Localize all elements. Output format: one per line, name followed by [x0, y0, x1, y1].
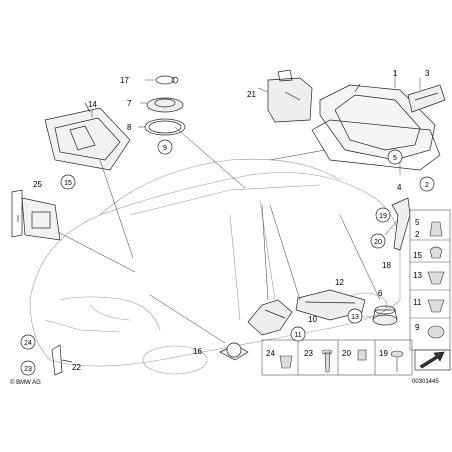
callout-9: 9	[163, 145, 167, 152]
callout-21: 21	[247, 90, 256, 99]
circled-callouts	[20, 139, 435, 376]
side-panel-parts	[427, 221, 445, 339]
parts-rings	[144, 75, 186, 136]
side-label-5: 5	[415, 218, 420, 227]
callout-2: 2	[425, 182, 429, 189]
bottom-row-parts	[279, 349, 404, 373]
callout-4: 4	[397, 183, 402, 192]
callout-15: 15	[64, 180, 72, 187]
part-22-bracket	[51, 344, 73, 376]
callout-19: 19	[379, 213, 387, 220]
callout-13: 13	[351, 314, 359, 321]
callout-20: 20	[374, 239, 382, 246]
callout-3: 3	[425, 69, 430, 78]
callout-17: 17	[120, 76, 129, 85]
arrow-icon	[414, 349, 451, 371]
callout-16: 16	[193, 347, 202, 356]
part-1-wheel-well	[311, 83, 441, 171]
leader-lines	[57, 70, 421, 344]
callout-6: 6	[378, 289, 383, 298]
callout-23: 23	[24, 366, 32, 373]
part-3	[407, 84, 446, 113]
callout-24: 24	[24, 340, 32, 347]
callout-12: 12	[335, 278, 344, 287]
callout-7: 7	[127, 99, 132, 108]
part-14-tray	[44, 102, 131, 171]
bottom-label-23: 23	[304, 349, 313, 358]
part-18-bracket	[391, 197, 411, 251]
callout-25: 25	[33, 180, 42, 189]
bottom-label-19: 19	[379, 349, 388, 358]
callout-14: 14	[88, 100, 97, 109]
part-21-reservoir	[267, 69, 313, 123]
part-12-plate	[295, 289, 366, 321]
side-label-15: 15	[413, 251, 422, 260]
drawing-number: 00301445	[412, 379, 439, 385]
side-label-2: 2	[415, 230, 420, 239]
side-label-9: 9	[415, 323, 420, 332]
callout-18: 18	[382, 261, 391, 270]
bottom-label-20: 20	[342, 349, 351, 358]
part-25-bracket	[11, 189, 61, 241]
callout-10: 10	[308, 315, 317, 324]
part-10-bracket	[247, 299, 293, 336]
part-6-grommet	[372, 305, 398, 326]
callout-22: 22	[72, 363, 81, 372]
callout-1: 1	[393, 69, 398, 78]
callout-8: 8	[127, 123, 132, 132]
callout-11: 11	[294, 332, 301, 339]
side-label-13: 13	[413, 271, 422, 280]
callout-5: 5	[393, 155, 397, 162]
bottom-label-24: 24	[266, 349, 275, 358]
car-outline	[29, 158, 401, 375]
copyright-text: © BMW AG	[10, 379, 41, 386]
side-label-11: 11	[413, 298, 422, 307]
